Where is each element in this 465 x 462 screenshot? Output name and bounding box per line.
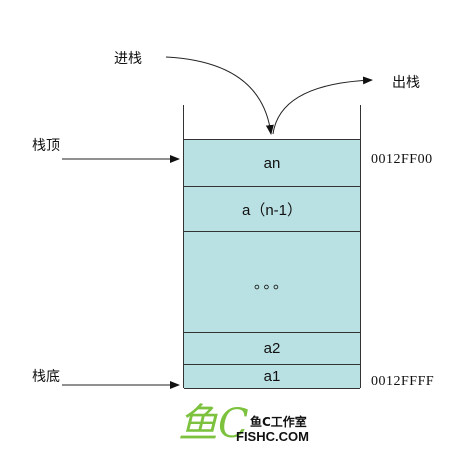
stack-cell-ellipsis: 。。。 bbox=[184, 231, 360, 332]
cell-label-a2: a2 bbox=[263, 340, 281, 357]
push-arrow bbox=[165, 56, 274, 135]
stack-left-wall bbox=[183, 105, 184, 388]
stack-cell-an: an bbox=[184, 139, 360, 186]
stack-cell-a1: a1 bbox=[184, 364, 360, 389]
stack-right-wall bbox=[360, 105, 361, 388]
logo-chinese-text: 鱼C工作室 bbox=[250, 415, 307, 429]
bottom-address: 0012FFFF bbox=[371, 374, 435, 389]
cell-label-an-1: a（n-1） bbox=[241, 201, 303, 219]
top-address: 0012FF00 bbox=[371, 152, 433, 167]
stack-cell-an-1: a（n-1） bbox=[184, 186, 360, 231]
cell-label-a1: a1 bbox=[263, 368, 281, 385]
pop-arrow bbox=[272, 76, 373, 135]
cell-label-ellipsis: 。。。 bbox=[253, 274, 290, 292]
pop-label: 出栈 bbox=[392, 74, 420, 90]
logo-script: 鱼C bbox=[178, 401, 249, 447]
logo-english-text: FISHC.COM bbox=[236, 429, 309, 444]
push-label: 进栈 bbox=[114, 50, 142, 66]
stack-cell-a2: a2 bbox=[184, 332, 360, 364]
cell-label-an: an bbox=[263, 154, 281, 172]
stack-bottom-label: 栈底 bbox=[32, 368, 60, 384]
stack-top-label: 栈顶 bbox=[32, 137, 60, 153]
